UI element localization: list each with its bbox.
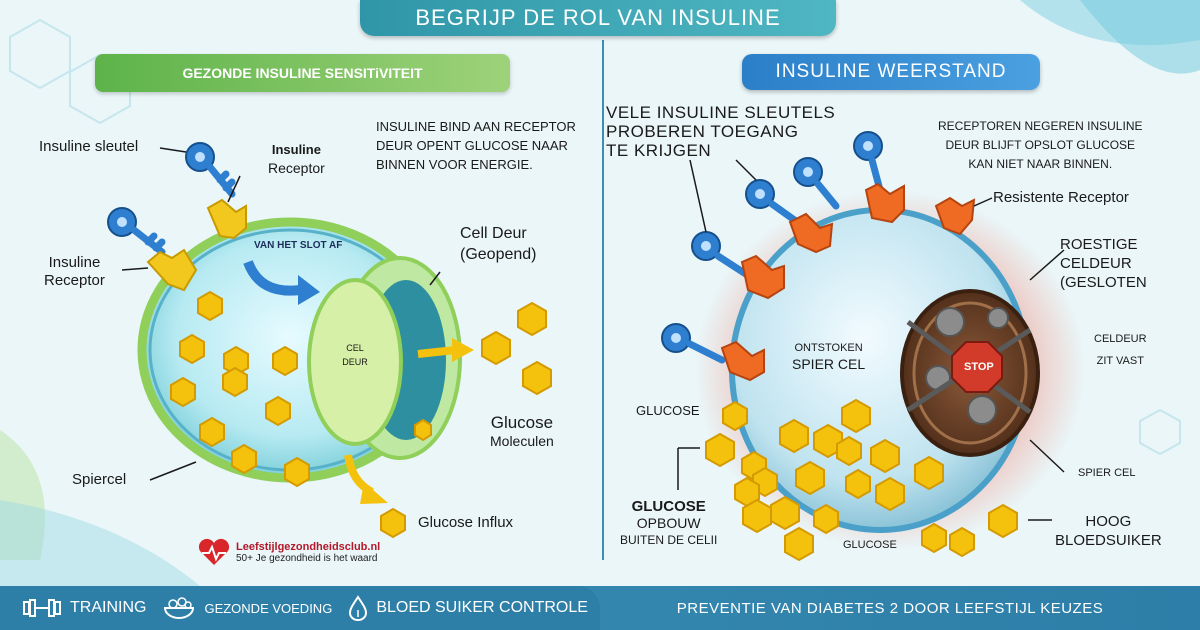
unlock-label: VAN HET SLOT AF	[254, 240, 343, 251]
brand-logo: Leefstijlgezondheidsclub.nl 50+ Je gezon…	[196, 537, 380, 567]
cell-door-line: CEL	[346, 343, 364, 353]
rusty-door-line: ROESTIGE	[1060, 236, 1138, 253]
many-keys-line: TE KRIJGEN	[606, 141, 712, 160]
sugar-control-label: BLOED SUIKER CONTROLE	[376, 599, 588, 616]
glucose-left-label: GLUCOSE	[636, 403, 700, 418]
glucose-molecules-label: Glucose Moleculen	[490, 413, 554, 451]
left-note-line: BINNEN VOOR ENERGIE.	[376, 157, 533, 172]
receptor-left-label: Insuline Receptor	[44, 254, 105, 290]
training-label: TRAINING	[70, 599, 147, 616]
rusty-door-line: (GESLOTEN	[1060, 274, 1147, 291]
glucose-molecules-line: Moleculen	[490, 433, 554, 449]
food-label: GEZONDE VOEDING	[204, 600, 333, 616]
footer-lifestyle-items: TRAINING GEZONDE VOEDING BLOED SUIKER CO…	[0, 586, 600, 630]
blood-drop-icon	[349, 595, 368, 621]
resistance-explanation: RECEPTOREN NEGEREN INSULINE DEUR BLIJFT …	[938, 117, 1143, 174]
inflamed-cell-line: SPIER CEL	[792, 356, 866, 372]
inflamed-cell-label: ONTSTOKEN SPIER CEL	[792, 340, 865, 372]
receptor-top-label: Insuline Receptor	[268, 141, 325, 177]
footer-sugar-control: BLOED SUIKER CONTROLE	[348, 595, 588, 621]
glucose-buildup-line: GLUCOSE	[631, 498, 706, 515]
cell-door-line: DEUR	[342, 357, 368, 367]
resistance-note-line: KAN NIET NAAR BINNEN.	[968, 157, 1113, 171]
glucose-influx-label: Glucose Influx	[418, 514, 514, 531]
high-blood-sugar-line: BLOEDSUIKER	[1055, 532, 1162, 549]
open-door-line: Cell Deur	[460, 225, 527, 242]
receptor-top-line: Receptor	[268, 160, 325, 176]
resistance-note-line: RECEPTOREN NEGEREN INSULINE	[938, 119, 1143, 133]
logo-name: Leefstijlgezondheidsclub.nl	[236, 540, 381, 553]
left-note-line: DEUR OPENT GLUCOSE NAAR	[376, 138, 568, 153]
footer-food: GEZONDE VOEDING	[162, 595, 332, 621]
left-note-line: INSULINE BIND AAN RECEPTOR	[376, 119, 576, 134]
cell-door-label: CEL DEUR	[340, 341, 370, 369]
open-door-label: Cell Deur (Geopend)	[460, 223, 537, 265]
rusty-door-label: ROESTIGE CELDEUR (GESLOTEN	[1060, 235, 1147, 292]
glucose-molecules-line: Glucose	[490, 413, 554, 432]
left-explanation: INSULINE BIND AAN RECEPTOR DEUR OPENT GL…	[376, 117, 576, 174]
heart-logo-icon	[198, 538, 230, 565]
glucose-buildup-line: OPBOUW	[636, 515, 701, 531]
salad-bowl-icon	[164, 597, 195, 619]
right-heading: INSULINE WEERSTAND	[742, 54, 1040, 90]
many-keys-line: VELE INSULINE SLEUTELS	[606, 103, 836, 122]
door-stuck-line: CELDEUR	[1094, 333, 1147, 345]
page-title: BEGRIJP DE ROL VAN INSULINE	[360, 0, 836, 36]
glucose-bottom-label: GLUCOSE	[843, 539, 897, 551]
door-stuck-line: ZIT VAST	[1096, 355, 1144, 367]
dumbbell-icon	[23, 599, 61, 617]
muscle-cell-label-right: SPIER CEL	[1078, 467, 1136, 479]
high-blood-sugar-label: HOOG BLOEDSUIKER	[1055, 512, 1162, 550]
many-keys-line: PROBEREN TOEGANG	[606, 122, 799, 141]
stop-sign: STOP	[964, 361, 994, 373]
resistant-receptor-label: Resistente Receptor	[993, 189, 1129, 206]
inflamed-cell-line: ONTSTOKEN	[794, 342, 863, 354]
rusty-door-line: CELDEUR	[1060, 255, 1132, 272]
left-heading: GEZONDE INSULINE SENSITiVITEIT	[95, 54, 510, 92]
glucose-buildup-line: BUITEN DE CELII	[620, 533, 718, 547]
footer-training: TRAINING	[22, 597, 146, 619]
high-blood-sugar-line: HOOG	[1085, 513, 1132, 530]
receptor-left-line: Insuline	[48, 254, 101, 271]
insulin-key-label: Insuline sleutel	[39, 138, 139, 155]
many-keys-label: VELE INSULINE SLEUTELS PROBEREN TOEGANG …	[606, 103, 835, 160]
prevention-banner: PREVENTIE VAN DIABETES 2 DOOR LEEFSTIJL …	[676, 599, 1104, 617]
receptor-left-line: Receptor	[44, 272, 105, 289]
logo-tagline: 50+ Je gezondheid is het waard	[236, 552, 378, 564]
section-divider	[602, 40, 604, 560]
open-door-line: (Geopend)	[460, 246, 537, 263]
receptor-top-line: Insuline	[271, 142, 321, 157]
glucose-buildup-label: GLUCOSE OPBOUW BUITEN DE CELII	[620, 498, 717, 549]
resistance-note-line: DEUR BLIJFT OPSLOT GLUCOSE	[945, 138, 1136, 152]
muscle-cell-label: Spiercel	[72, 471, 127, 488]
door-stuck-label: CELDEUR ZIT VAST	[1094, 328, 1147, 372]
